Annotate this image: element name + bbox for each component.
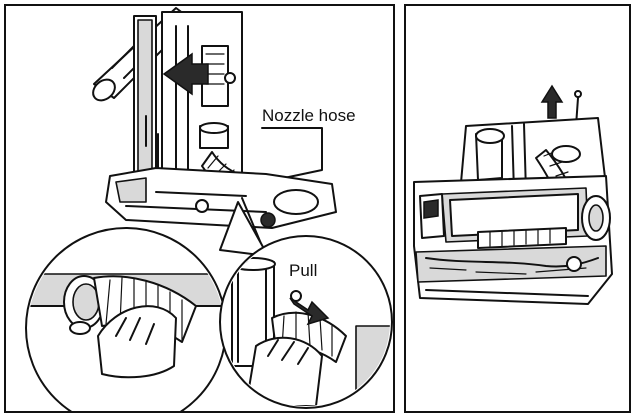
up-arrow-icon: [162, 52, 209, 96]
nozzle-hose-label: Nozzle hose: [260, 106, 358, 126]
up-arrow-icon: [540, 84, 564, 119]
zoom-circle-right: [219, 235, 393, 409]
pull-arrow-icon: [289, 297, 330, 326]
vacuum-base: [105, 167, 337, 229]
pull-label: Pull: [289, 261, 318, 280]
callout-wedge: [219, 201, 269, 257]
nozzle-head: [413, 175, 613, 305]
zoom-circle-left: [25, 227, 227, 411]
left-illustration-panel: Nozzle hose Pull: [4, 4, 395, 413]
right-illustration-panel: [404, 4, 631, 413]
nozzle-cover-removal-illustration: [413, 84, 613, 305]
vacuum-rear-body: [459, 117, 607, 207]
vacuum-hose-removal-illustration: [25, 7, 393, 411]
